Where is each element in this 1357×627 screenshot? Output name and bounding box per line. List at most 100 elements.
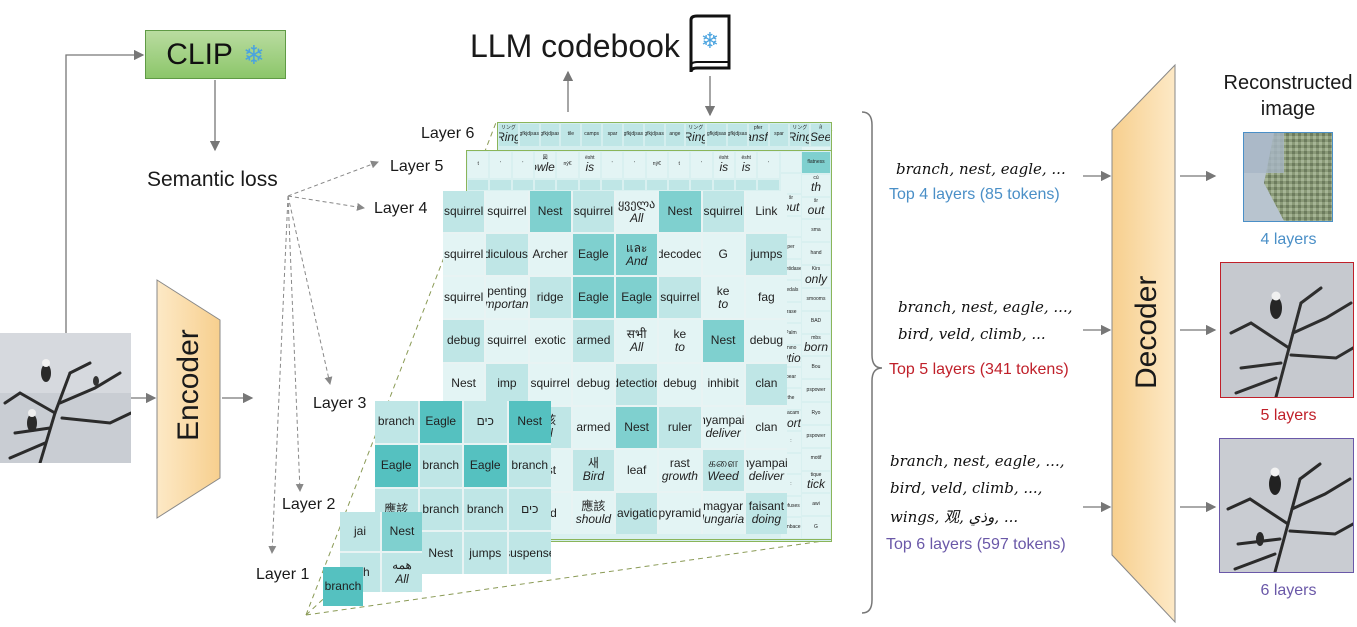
layer4-label: Layer 4: [374, 200, 428, 217]
layer6-token-cell: camps: [582, 124, 602, 146]
layer5-token-cell: t: [468, 152, 489, 178]
layer5-token-cell: Bou: [802, 357, 830, 379]
layer4-token-cell: squirrel: [443, 277, 485, 319]
layer5-token-cell: Ryo: [802, 403, 830, 424]
layer5-token-cell: [468, 180, 489, 190]
layer4-token-cell: ridiculously: [486, 234, 528, 276]
encoder-label: Encoder: [172, 329, 205, 441]
layer3-token-cell: branch: [419, 488, 462, 531]
layer6-token-cell: spar: [769, 124, 789, 146]
layer3-token-cell: suspense: [508, 532, 551, 574]
tokens-5-line2: bird, veld, climb, ...: [898, 325, 1046, 343]
layer5-token-cell: ný€: [557, 152, 578, 178]
layer6-token-cell: gfkjdjsas: [644, 124, 664, 146]
reconstruction-5-image: [1220, 262, 1354, 398]
layer4-token-cell: squirrel: [659, 277, 701, 319]
layer4-token-cell: Nest: [443, 363, 485, 405]
caption-4: Top 4 layers (85 tokens): [889, 186, 1060, 203]
label-5-layers: 5 layers: [1260, 407, 1317, 424]
layer4-token-cell: Eagle: [616, 277, 658, 319]
layer2-token-cell: jai: [340, 512, 380, 551]
layer6-token-cell: gfkjdjsas: [519, 124, 539, 146]
layer4-token-cell: pyramid: [659, 492, 701, 534]
layer5-token-cell: ': [691, 152, 712, 178]
layer6-token-cell: gfkjdjsas: [707, 124, 726, 146]
layer4-token-cell: fag: [745, 277, 787, 319]
layer4-token-cell: ridge: [529, 277, 571, 319]
layer3-label: Layer 3: [313, 395, 367, 412]
layer4-token-cell: Nest: [616, 406, 658, 448]
layer5-token-cell: motif: [802, 448, 830, 470]
layer5-token-cell: ': [602, 152, 623, 178]
layer6-token-cell: spar: [603, 124, 622, 146]
label-4-layers: 4 layers: [1260, 231, 1317, 248]
layer4-token-cell: menyampaikandeliver: [702, 406, 744, 448]
layer4-token-cell: G: [702, 234, 744, 276]
layer2-token-cell: Nest: [382, 512, 422, 551]
layer5-token-cell: sma: [802, 220, 830, 242]
layer5-token-cell: [669, 180, 690, 190]
layer4-token-cell: clan: [745, 406, 787, 448]
layer4-token-cell: menyampaikandeliver: [745, 449, 787, 491]
layer3-token-cell: branch: [375, 401, 418, 443]
layer5-token-cell: hand: [802, 243, 830, 265]
layer4-token-cell: squirrel: [486, 191, 528, 233]
layer5-token-cell: [713, 180, 734, 190]
layer4-token-cell: jumps: [745, 234, 787, 276]
caption-5: Top 5 layers (341 tokens): [889, 361, 1069, 378]
layer4-token-cell: debug: [443, 320, 485, 362]
layer4-token-cell: Navigation: [616, 492, 658, 534]
layer5-token-cell: ': [490, 152, 511, 178]
reconstruction-4-image: [1243, 132, 1333, 222]
layer6-token-cell: リングRing: [686, 124, 706, 146]
layer5-token-cell: pspower: [802, 425, 830, 447]
clip-box: CLIP ❄: [145, 30, 286, 79]
layer6-token-cell: gfkjdjsas: [540, 124, 560, 146]
layer5-token-cell: t: [669, 152, 690, 178]
layer4-token-cell: सभीAll: [616, 320, 658, 362]
layer5-token-cell: [736, 180, 757, 190]
layer5-token-cell: [781, 152, 801, 172]
layer5-token-cell: [624, 180, 645, 190]
layer6-token-cell: तेSee: [811, 124, 830, 146]
layer6-token-cell: pfertransfer: [748, 124, 768, 146]
reconstructed-title: Reconstructed image: [1223, 72, 1353, 120]
layer4-token-cell: Nest: [659, 191, 701, 233]
layer5-token-cell: [691, 180, 712, 190]
layer5-label: Layer 5: [390, 158, 444, 175]
layer5-token-cell: [579, 180, 600, 190]
layer5-token-cell: [512, 180, 533, 190]
layer1-grid: branch: [323, 567, 363, 606]
layer6-token-cell: tile: [561, 124, 581, 146]
layer3-token-cell: branch: [419, 444, 462, 487]
layer3-token-cell: Nest: [419, 532, 462, 574]
layer4-token-cell: Archer: [529, 234, 571, 276]
layer5-token-cell: [535, 180, 556, 190]
layer3-token-cell: Eagle: [375, 444, 418, 487]
layer6-token-cell: gfkjdjsas: [727, 124, 747, 146]
layer4-token-cell: pentingimportant: [486, 277, 528, 319]
decoder-label: Decoder: [1130, 275, 1163, 389]
svg-text:❄: ❄: [701, 29, 719, 54]
layer4-token-cell: squirrel: [443, 234, 485, 276]
layer5-token-cell: ': [512, 152, 533, 178]
decoder-shape: [1111, 63, 1176, 624]
input-image: [0, 333, 131, 463]
tokens-6-line3: wings, 观, وذي, ...: [890, 508, 1019, 526]
layer5-token-cell: [781, 173, 801, 194]
layer4-token-cell: Eagle: [572, 277, 614, 319]
layer4-token-cell: களைWeed: [702, 449, 744, 491]
layer6-token-cell: リングRing: [790, 124, 810, 146]
layer5-token-cell: [602, 180, 623, 190]
